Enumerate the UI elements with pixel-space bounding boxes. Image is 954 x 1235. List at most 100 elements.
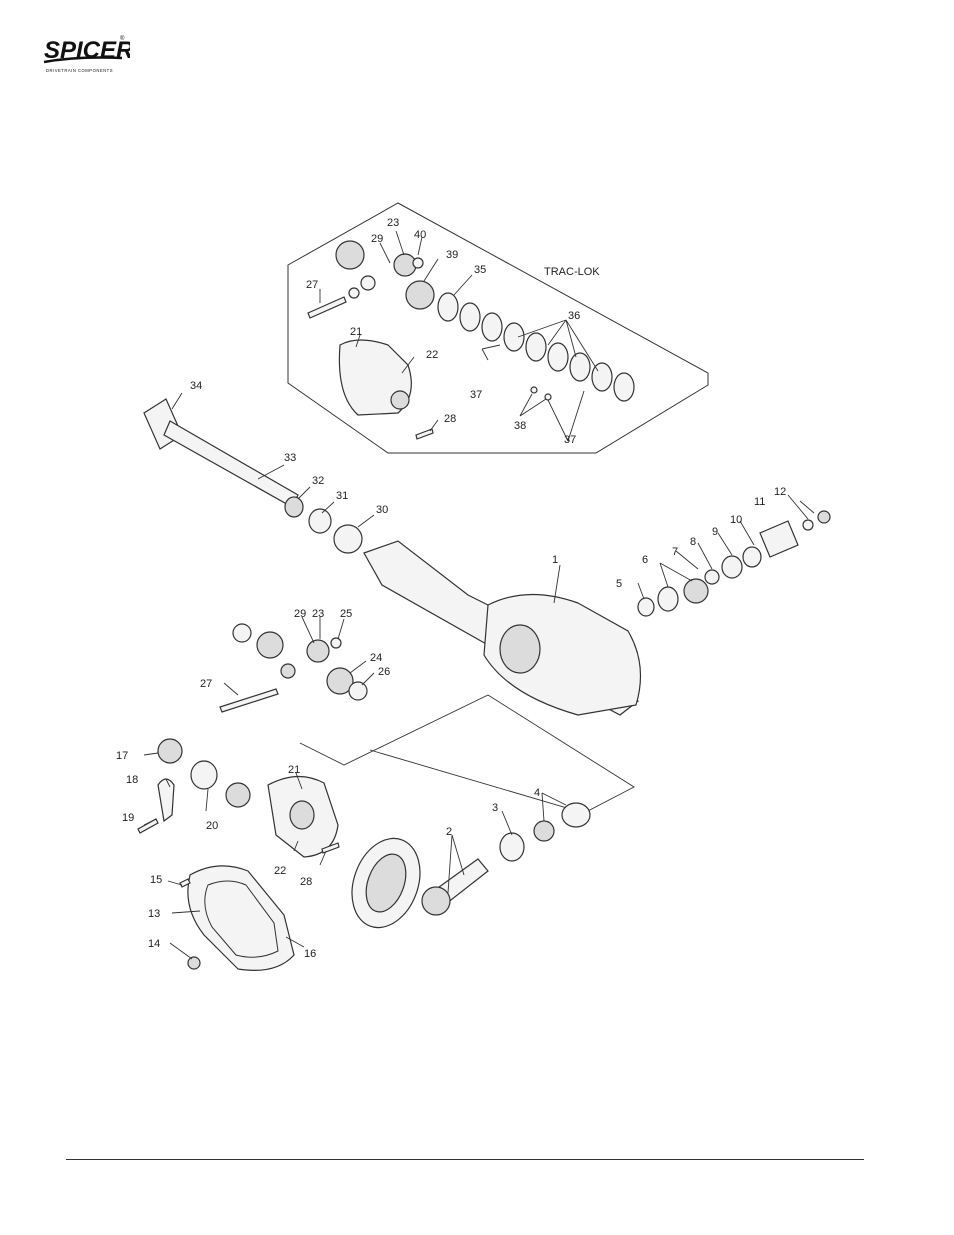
footer-rule — [66, 1159, 864, 1160]
callout-18: 18 — [126, 774, 138, 786]
oil-slinger — [705, 570, 719, 584]
side-gear-left — [257, 632, 283, 658]
brand-tagline: DRIVETRAIN COMPONENTS — [46, 68, 113, 73]
callout-13: 13 — [148, 908, 160, 920]
fill-plug — [188, 957, 200, 969]
pinion-mate-shaft — [220, 689, 278, 712]
inset-callout-37-b: 37 — [564, 434, 576, 446]
callout-5: 5 — [616, 578, 622, 590]
callout-6: 6 — [642, 554, 648, 566]
pinion-mate-lower — [281, 664, 295, 678]
pinion-bearing — [684, 579, 708, 603]
seal-deflector — [743, 547, 761, 567]
pinion-mate-upper — [307, 640, 329, 662]
registered-mark: ® — [120, 35, 125, 42]
callout-1: 1 — [552, 554, 558, 566]
callout-12: 12 — [774, 486, 786, 498]
cover-plate — [188, 866, 294, 971]
case-bore — [391, 391, 409, 409]
pinion-washer — [413, 258, 423, 268]
callout-21-standard: 21 — [288, 764, 300, 776]
callout-20: 20 — [206, 820, 218, 832]
pinion-mate-washer — [331, 638, 341, 648]
axle-housing: 1 — [364, 541, 641, 715]
pinion-parts: 5 6 7 8 9 10 11 12 — [616, 486, 830, 616]
pinion-yoke — [760, 521, 798, 557]
callout-31: 31 — [336, 490, 348, 502]
pinion-mate-gear — [394, 254, 416, 276]
callout-10: 10 — [730, 514, 742, 526]
trac-lok-title: TRAC-LOK — [544, 266, 600, 278]
callout-33: 33 — [284, 452, 296, 464]
pinion-nut — [818, 511, 830, 523]
callout-29-standard: 29 — [294, 608, 306, 620]
callout-15: 15 — [150, 874, 162, 886]
bearing-cap — [158, 779, 174, 821]
pinion-washer — [803, 520, 813, 530]
pinion-inner-bearing — [500, 833, 524, 861]
callout-8: 8 — [690, 536, 696, 548]
clutch-pack — [438, 293, 634, 401]
axle-bearing-cup — [334, 525, 362, 553]
collapsible-spacer — [638, 598, 654, 616]
inset-callout-22: 22 — [426, 349, 438, 361]
diff-bearing-cup — [158, 739, 182, 763]
inset-callout-35: 35 — [474, 264, 486, 276]
diff-bearing-race — [191, 761, 217, 789]
ring-and-pinion: 2 3 4 — [340, 787, 590, 937]
callout-16: 16 — [304, 948, 316, 960]
callout-34: 34 — [190, 380, 202, 392]
inset-callout-28: 28 — [444, 413, 456, 425]
callout-17: 17 — [116, 750, 128, 762]
callout-9: 9 — [712, 526, 718, 538]
callout-23-standard: 23 — [312, 608, 324, 620]
callout-26: 26 — [378, 666, 390, 678]
callout-3: 3 — [492, 802, 498, 814]
spicer-logo: SPICER ® DRIVETRAIN COMPONENTS — [38, 30, 130, 78]
guide-clip-a — [531, 387, 537, 393]
pinion-bearing-cup — [658, 587, 678, 611]
pinion-shaft — [308, 297, 346, 318]
callout-24: 24 — [370, 652, 382, 664]
axle-seal — [285, 497, 303, 517]
callout-14: 14 — [148, 938, 160, 950]
inset-callout-39: 39 — [446, 249, 458, 261]
inset-callout-21: 21 — [350, 326, 362, 338]
axle-exploded-diagram: TRAC-LOK 23 29 40 — [108, 195, 848, 990]
cap-bolt — [138, 819, 158, 833]
bearing-retainer — [309, 509, 331, 533]
side-gear-lower — [406, 281, 434, 309]
callout-19: 19 — [122, 812, 134, 824]
standard-diff-gears: 29 23 25 24 26 27 — [200, 608, 390, 712]
diff-case-window — [290, 801, 314, 829]
callout-30: 30 — [376, 504, 388, 516]
pinion-seal — [722, 556, 742, 578]
inset-callout-29: 29 — [371, 233, 383, 245]
inset-callout-38: 38 — [514, 420, 526, 432]
callout-4: 4 — [534, 787, 540, 799]
inset-callout-37-a: 37 — [470, 389, 482, 401]
housing-bore — [500, 625, 540, 673]
callout-11: 11 — [754, 496, 765, 508]
callout-27-standard: 27 — [200, 678, 212, 690]
inset-callout-40: 40 — [414, 229, 426, 241]
callout-7: 7 — [672, 546, 678, 558]
callout-32: 32 — [312, 475, 324, 487]
diff-cover: 15 13 14 16 — [148, 866, 316, 971]
trac-lok-inset: TRAC-LOK 23 29 40 — [288, 203, 708, 453]
thrust-washer-small — [349, 288, 359, 298]
pinion-bearing-cup-rear — [562, 803, 590, 827]
side-gear-upper — [336, 241, 364, 269]
diff-bearing — [226, 783, 250, 807]
inset-callout-23: 23 — [387, 217, 399, 229]
side-gear-thrust-washer — [233, 624, 251, 642]
side-gear-washer — [349, 682, 367, 700]
axle-shaft — [164, 421, 298, 507]
pinion-rear-bearing — [534, 821, 554, 841]
thrust-washer — [361, 276, 375, 290]
callout-2: 2 — [446, 826, 452, 838]
inset-callout-36: 36 — [568, 310, 580, 322]
callout-25: 25 — [340, 608, 352, 620]
callout-28-standard: 28 — [300, 876, 312, 888]
callout-22-standard: 22 — [274, 865, 286, 877]
